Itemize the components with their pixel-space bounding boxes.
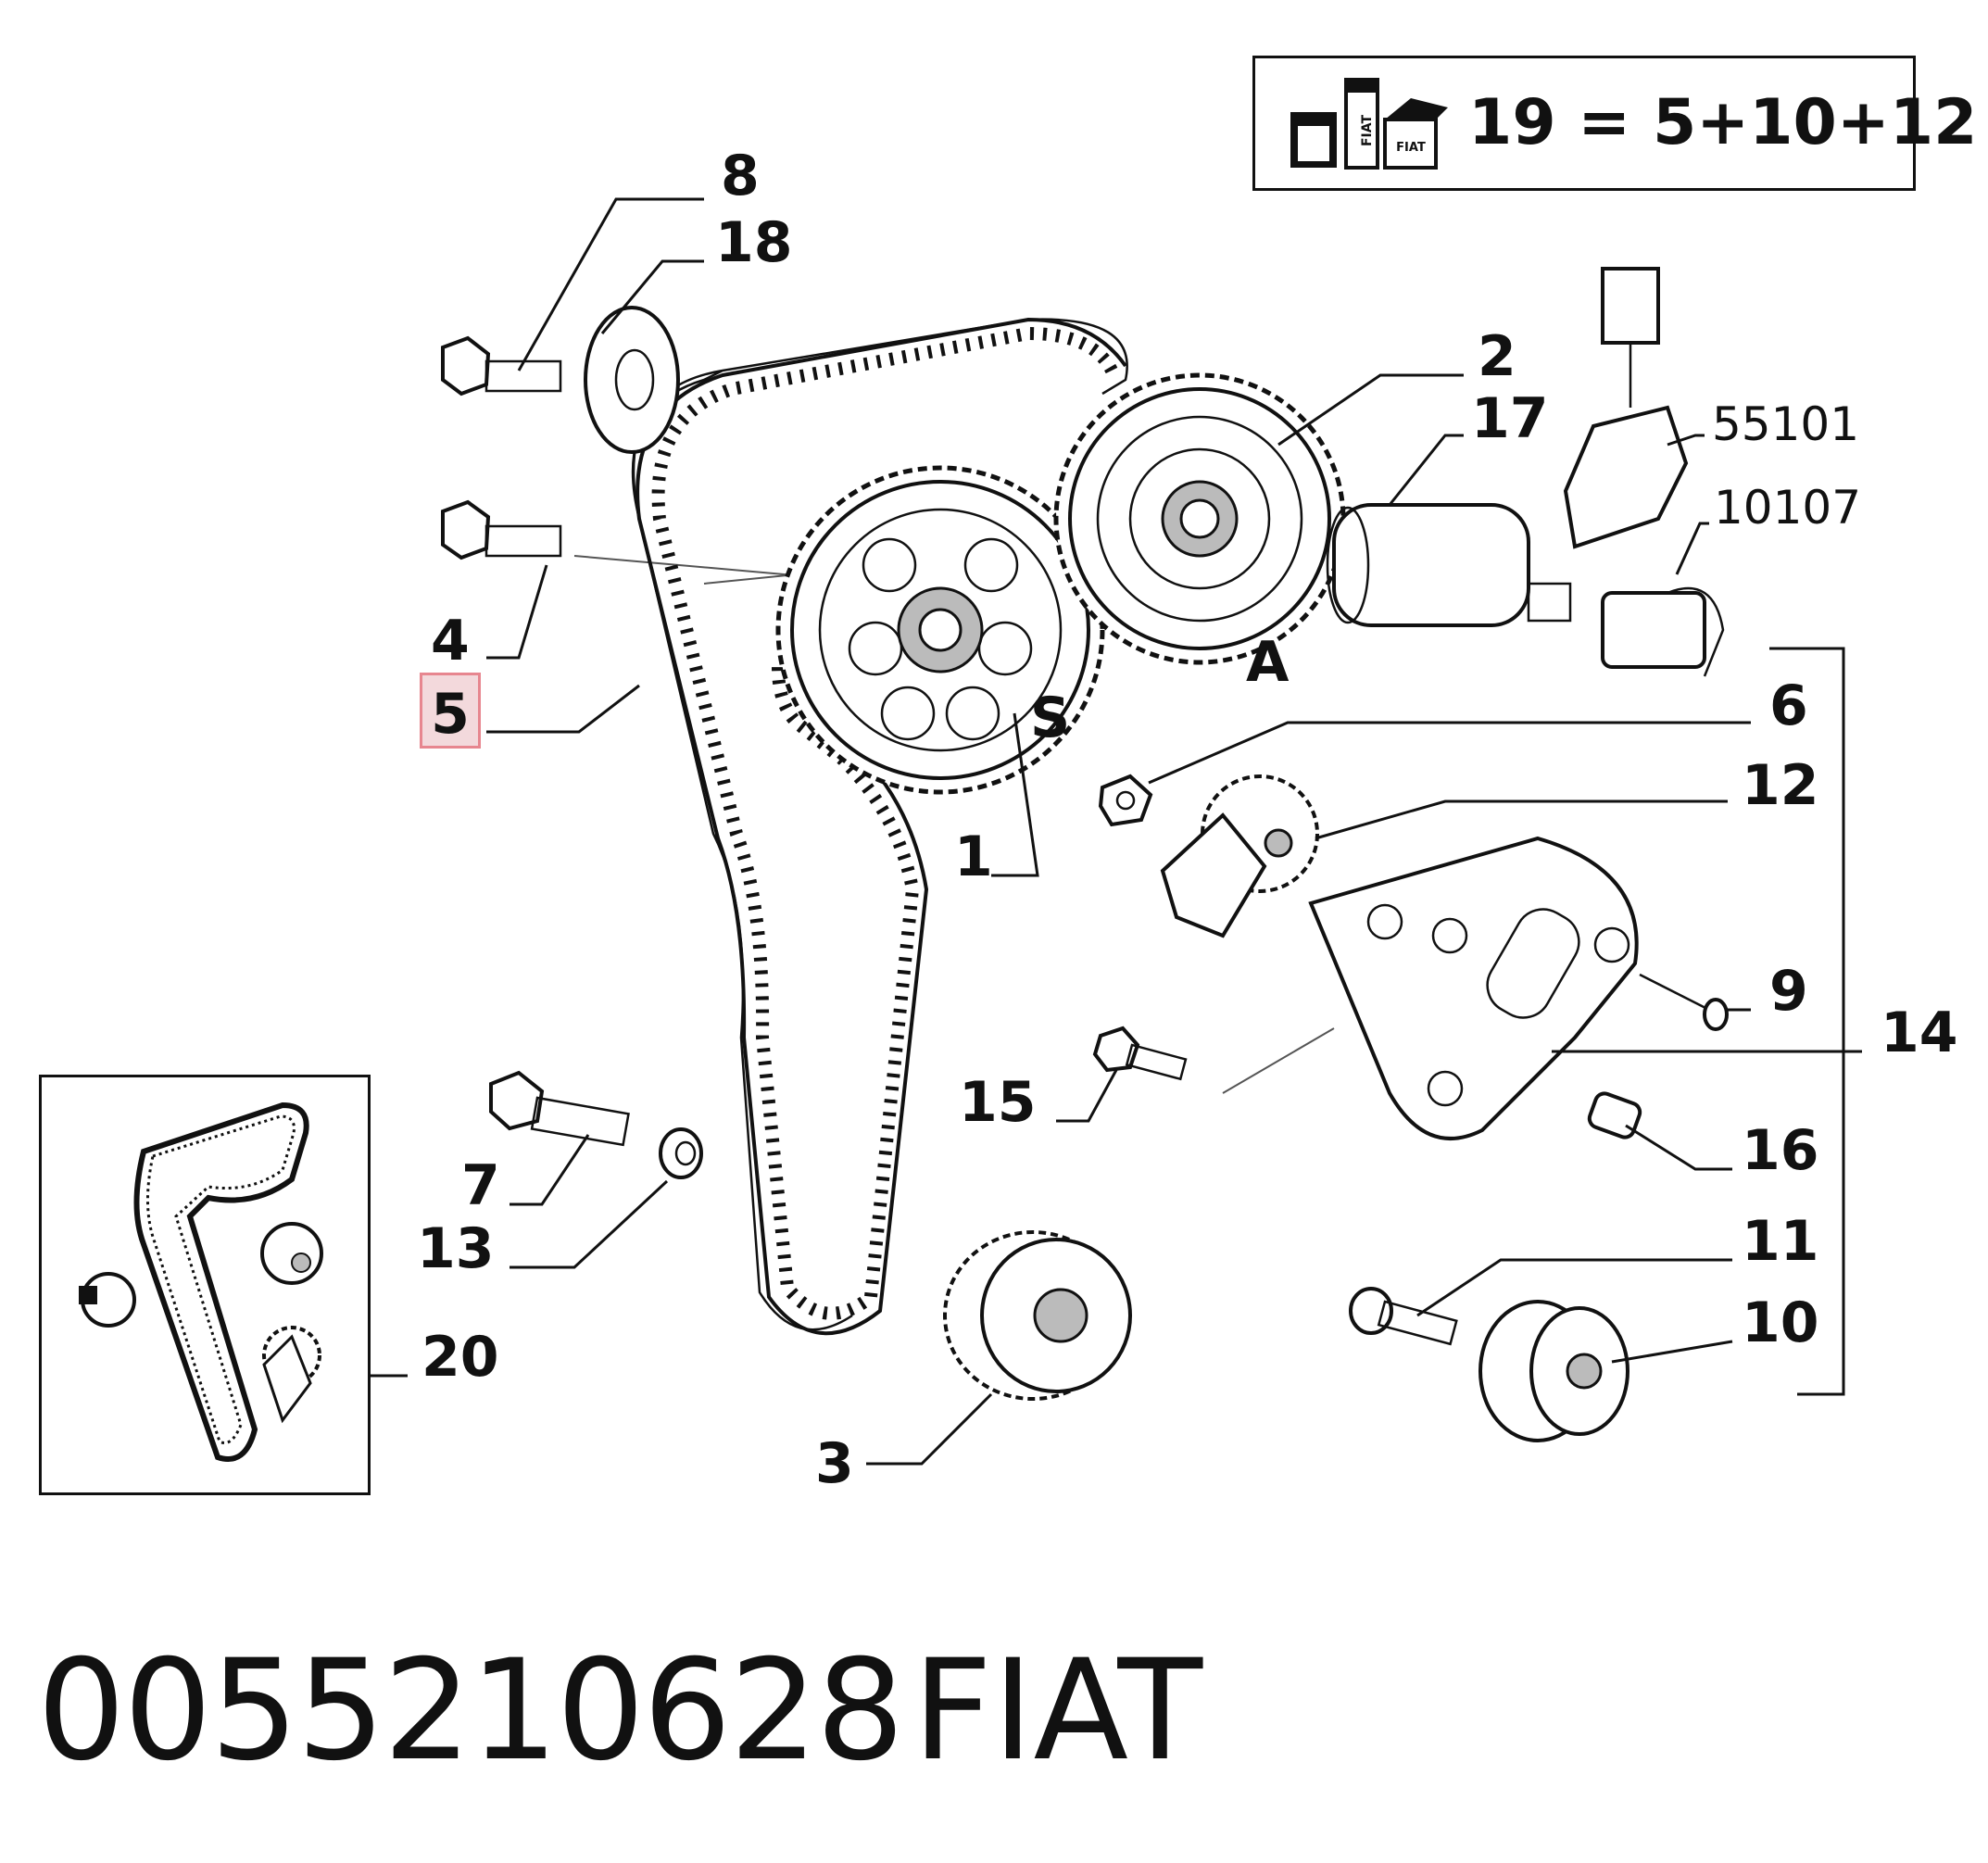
sprocket-bolt-upper <box>441 335 562 397</box>
callout-ref-10107: 10107 <box>1714 481 1861 535</box>
crankshaft-sprocket <box>943 1230 1132 1401</box>
part-number: 0055210628 <box>37 1630 904 1792</box>
tensioner-pulley <box>1160 774 1319 938</box>
callout-15: 15 <box>959 1070 1037 1135</box>
callout-17: 17 <box>1471 386 1549 451</box>
camshaft-sprocket-intake <box>775 465 1105 795</box>
callout-20: 20 <box>422 1325 499 1390</box>
kit-formula: 19 = 5+10+12 <box>1468 86 1978 159</box>
callout-letter-s: S <box>1030 686 1070 750</box>
idler-pulley <box>1478 1300 1629 1442</box>
bolt-short <box>1092 1026 1188 1081</box>
parts-kit-box-icon: FIAT FIAT <box>1290 78 1448 170</box>
callout-7: 7 <box>461 1153 500 1218</box>
callout-3: 3 <box>815 1431 854 1496</box>
leader-lines <box>371 197 1862 1466</box>
callout-13: 13 <box>417 1216 495 1281</box>
nut <box>1098 774 1153 827</box>
sprocket-washer-plate <box>584 306 680 454</box>
timing-belt-exploded-diagram: 8 18 4 1 S A 2 17 55101 10107 6 12 9 14 … <box>371 144 1958 1496</box>
idler-bolt <box>1349 1287 1458 1346</box>
brand-name: FIAT <box>912 1630 1203 1792</box>
callout-1: 1 <box>954 825 993 889</box>
kit-composition-box: FIAT FIAT 19 = 5+10+12 <box>1252 56 1977 191</box>
kit-inset-drawing <box>79 1101 323 1462</box>
spacer-sleeve <box>1587 1091 1642 1139</box>
callout-9: 9 <box>1769 959 1808 1024</box>
callout-12: 12 <box>1742 753 1819 818</box>
washer <box>659 1127 703 1179</box>
camshaft-end <box>1601 586 1725 677</box>
svg-text:FIAT: FIAT <box>1396 141 1426 155</box>
callout-2: 2 <box>1478 324 1516 389</box>
callout-10: 10 <box>1742 1290 1819 1355</box>
callout-14: 14 <box>1881 1001 1958 1065</box>
callout-11: 11 <box>1742 1209 1819 1274</box>
callout-5-text: 5 <box>431 682 470 747</box>
callout-18: 18 <box>715 210 793 275</box>
callout-6: 6 <box>1769 673 1808 738</box>
timing-belt <box>651 326 1118 1320</box>
callout-ref-55101: 55101 <box>1712 397 1859 451</box>
tensioner-bolt <box>489 1070 630 1147</box>
callout-16: 16 <box>1742 1118 1819 1183</box>
highlighted-callout-5[interactable]: 5 <box>420 673 481 749</box>
sprocket-bolt-lower <box>441 499 562 560</box>
camshaft-sprocket-exhaust <box>1053 372 1346 665</box>
callout-letter-a: A <box>1246 630 1290 695</box>
bolt-long <box>1639 973 1729 1031</box>
kit-inset-illustration <box>39 1075 371 1495</box>
camshaft-hub-cylinder <box>1326 503 1572 627</box>
tensioner-bracket <box>1308 836 1639 1140</box>
axis-line <box>1222 1027 1335 1094</box>
svg-text:5: 5 <box>431 682 470 746</box>
svg-text:FIAT: FIAT <box>1360 115 1375 147</box>
callout-4: 4 <box>431 609 470 673</box>
phase-sensor <box>1563 267 1689 549</box>
callout-8: 8 <box>721 144 760 208</box>
